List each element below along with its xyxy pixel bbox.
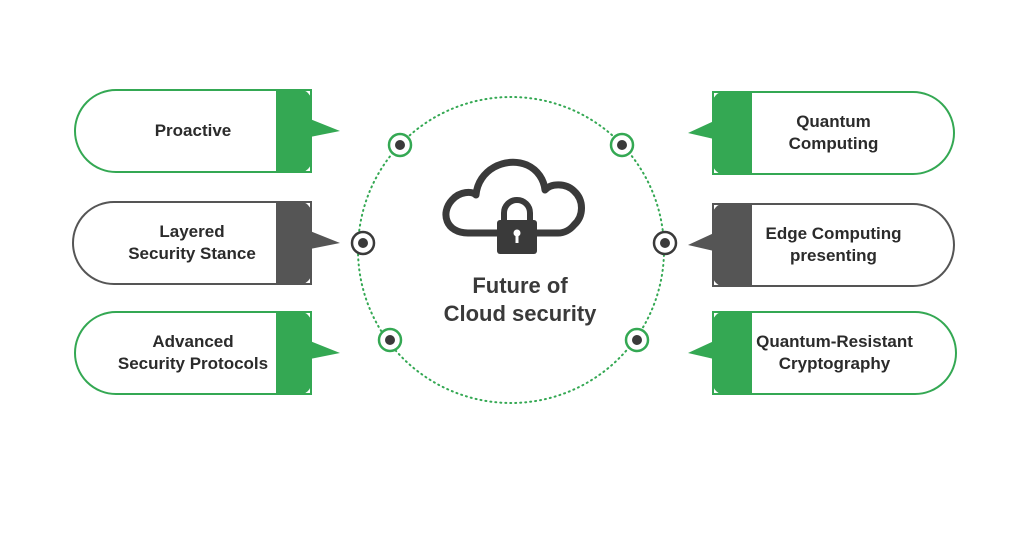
item-box-proactive: Proactive (74, 89, 312, 173)
center-title: Future of Cloud security (443, 273, 597, 326)
node-ring-bottom-right (624, 327, 650, 353)
node-ring-bottom-left (377, 327, 403, 353)
item-label-proactive: Proactive (154, 121, 232, 140)
node-ring-top-left (387, 132, 413, 158)
item-label-edge-computing: Edge Computing presenting (765, 224, 902, 265)
node-ring-middle-right (652, 230, 678, 256)
item-box-advanced-security-protocols: Advanced Security Protocols (74, 311, 312, 395)
item-label-quantum-computing: Quantum Computing (788, 112, 879, 153)
item-box-layered-security-stance: Layered Security Stance (72, 201, 312, 285)
node-ring-middle-left (350, 230, 376, 256)
node-ring-top-right (609, 132, 635, 158)
item-label-advanced-security-protocols: Advanced Security Protocols (117, 332, 269, 373)
item-label-layered-security-stance: Layered Security Stance (128, 222, 256, 263)
item-box-edge-computing: Edge Computing presenting (712, 203, 955, 287)
item-box-quantum-resistant-cryptography: Quantum-Resistant Cryptography (712, 311, 957, 395)
cloud-lock-icon (442, 158, 585, 254)
item-box-quantum-computing: Quantum Computing (712, 91, 955, 175)
item-label-quantum-resistant-cryptography: Quantum-Resistant Cryptography (756, 332, 913, 373)
